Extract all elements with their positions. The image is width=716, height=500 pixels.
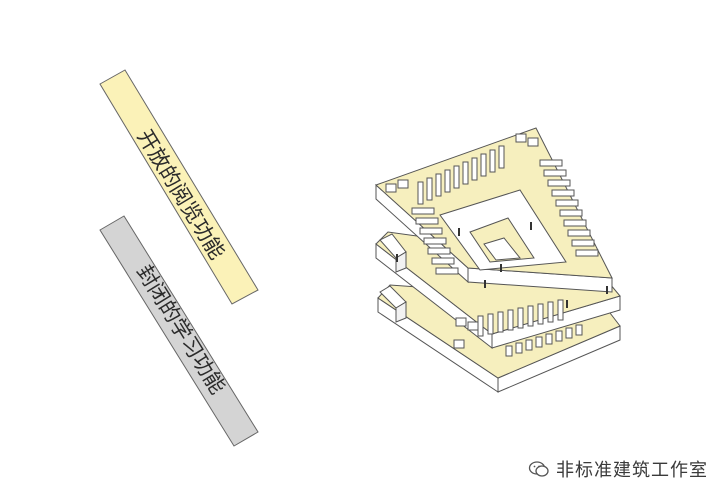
open-band-label: 开放的阅览功能 [132, 125, 229, 263]
shelves-back-row [417, 145, 505, 205]
desks-bottom-row [505, 324, 583, 357]
wechat-icon [528, 461, 549, 477]
furniture-groups [385, 133, 539, 349]
building-axonometric [375, 127, 621, 393]
people-figures [396, 222, 608, 308]
shelves-front-row [477, 299, 564, 337]
shelves-right-row [539, 159, 599, 257]
watermark: 非标准建筑工作室 [528, 458, 708, 481]
watermark-text: 非标准建筑工作室 [556, 460, 708, 481]
shelves-left-row [411, 207, 459, 275]
open-band-shape [99, 69, 259, 305]
closed-band-shape [99, 215, 259, 447]
closed-band-label: 封闭的学习功能 [132, 261, 230, 399]
